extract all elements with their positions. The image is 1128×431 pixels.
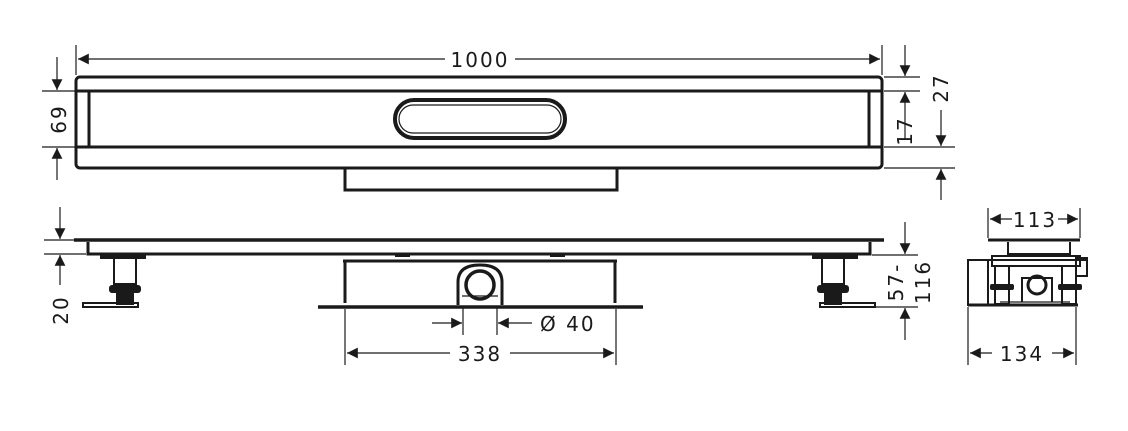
- cover-offset-label: 27: [929, 73, 953, 102]
- dim-right-top: 17 27: [884, 45, 955, 200]
- drain-grip-slot: [393, 98, 567, 140]
- drain-body: [318, 255, 643, 309]
- channel-outer-frame: [74, 75, 884, 170]
- dim-outlet-diameter: Ø 40: [432, 307, 596, 336]
- side-bottom-width-label: 134: [1000, 342, 1044, 366]
- top-view: [74, 75, 884, 192]
- right-leveling-foot: [812, 255, 876, 308]
- frame-height-label: 20: [49, 295, 73, 324]
- dim-install-height: 57- 116: [872, 222, 935, 340]
- front-elevation: [74, 238, 884, 309]
- dim-length: 1000: [75, 45, 883, 75]
- left-leveling-foot: [82, 255, 146, 308]
- inner-gap-label: 17: [893, 116, 917, 145]
- side-view: [967, 238, 1088, 307]
- dim-body-length: 338: [344, 309, 617, 366]
- install-height-min-label: 57-: [884, 263, 908, 302]
- dim-side-top: 113: [987, 208, 1081, 238]
- dim-width: 69: [42, 57, 76, 180]
- install-height-max-label: 116: [911, 260, 935, 304]
- outlet-pipe: [464, 269, 496, 301]
- outlet-diameter-label: Ø 40: [540, 312, 596, 336]
- drain-body-outline: [343, 168, 619, 192]
- dim-frame-height: 20: [44, 207, 86, 325]
- dim-side-bottom: 134: [967, 307, 1077, 366]
- length-label: 1000: [451, 48, 510, 72]
- side-top-width-label: 113: [1013, 208, 1057, 232]
- width-label: 69: [47, 104, 71, 133]
- body-length-label: 338: [458, 342, 502, 366]
